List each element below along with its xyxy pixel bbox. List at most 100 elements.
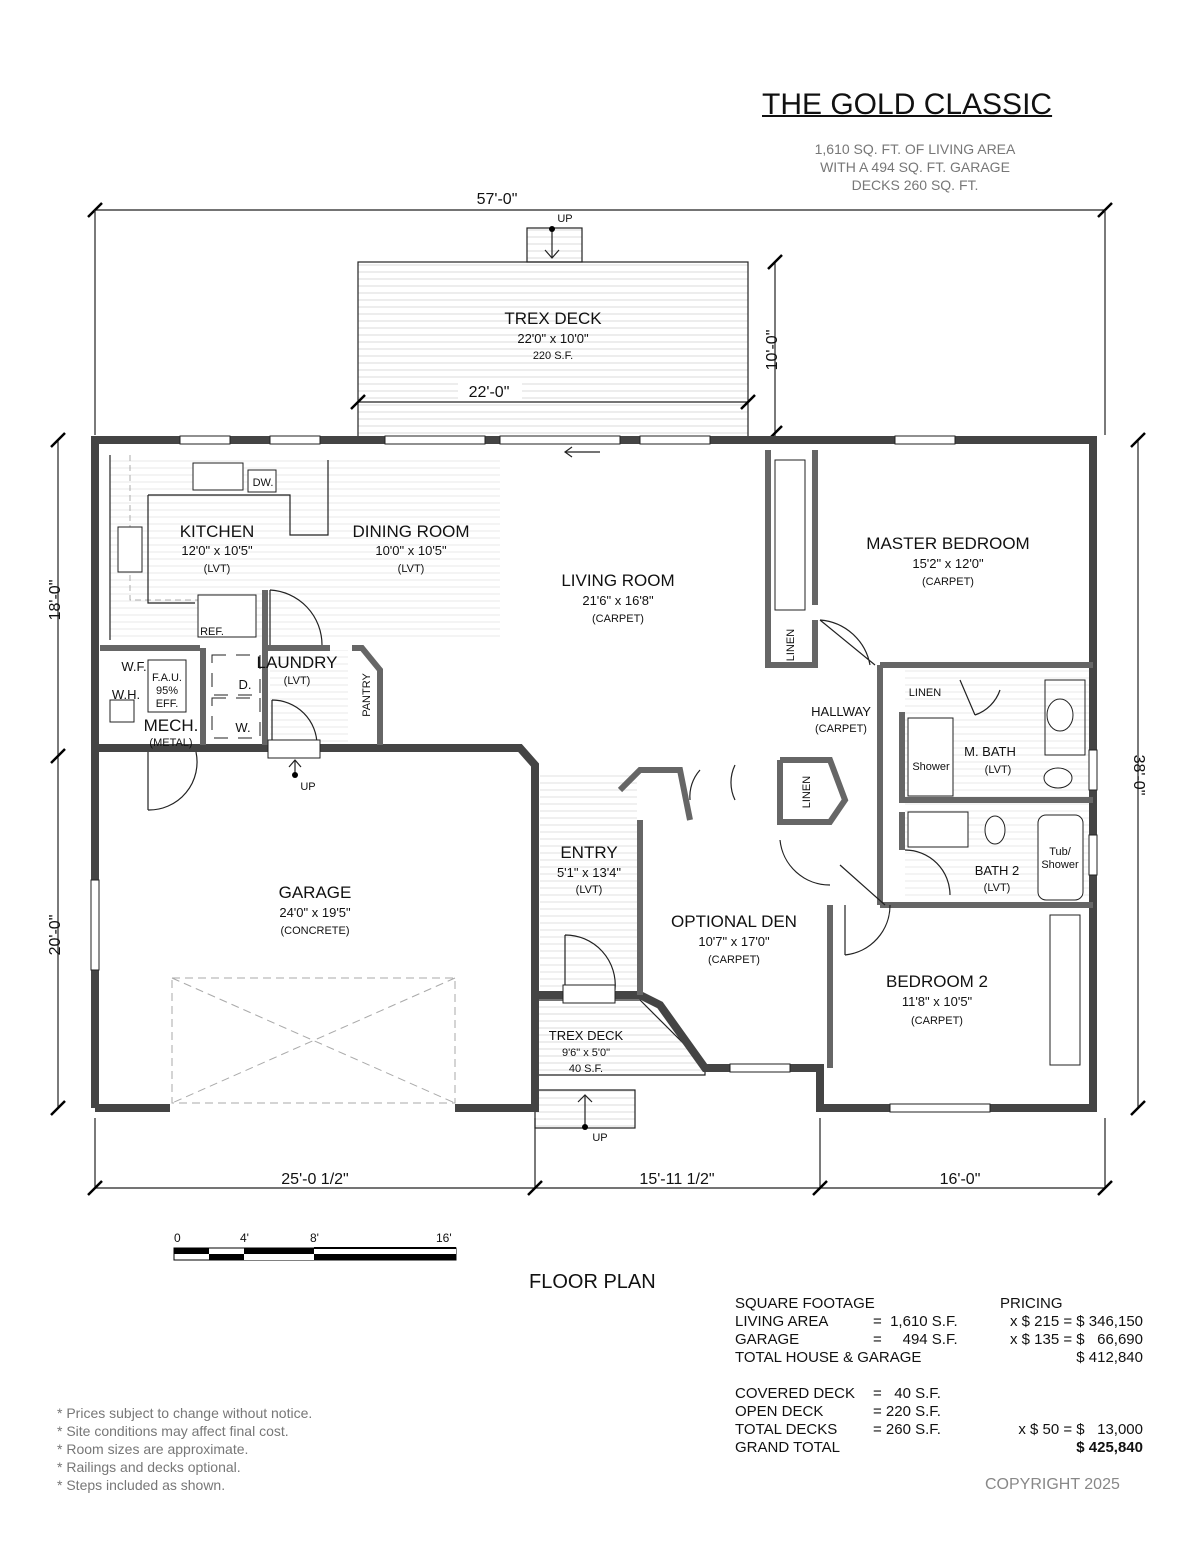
garage-steps-up-label: UP <box>300 781 315 793</box>
scale-bar <box>173 1247 457 1261</box>
subtitle-living-area: 1,610 SQ. FT. OF LIVING AREA <box>814 141 1016 157</box>
room-labels: TREX DECK 22'0" x 10'0" 220 S.F. KITCHEN… <box>144 309 1030 1075</box>
note: * Site conditions may affect final cost. <box>57 1423 289 1439</box>
mbath-name: M. BATH <box>964 744 1016 759</box>
row-label: TOTAL HOUSE & GARAGE <box>735 1349 922 1366</box>
table-row: TOTAL DECKS = 260 S.F. x $ 50 = $ 13,000 <box>735 1421 1143 1439</box>
note: * Room sizes are approximate. <box>57 1441 249 1457</box>
garage-name: GARAGE <box>279 883 352 902</box>
garage-door <box>171 977 456 1104</box>
living-floor: (CARPET) <box>592 613 644 625</box>
fau-label-3: EFF. <box>156 698 179 710</box>
table-row: GRAND TOTAL $ 425,840 <box>735 1439 1143 1457</box>
pantry-label: PANTRY <box>361 673 373 717</box>
copyright: COPYRIGHT 2025 <box>985 1476 1120 1493</box>
row-area: = 260 S.F. <box>873 1421 941 1438</box>
entry-size: 5'1" x 13'4" <box>557 865 621 880</box>
row-label: GRAND TOTAL <box>735 1439 841 1456</box>
row-label: OPEN DECK <box>735 1403 824 1420</box>
dining-size: 10'0" x 10'5" <box>375 543 447 558</box>
master-name: MASTER BEDROOM <box>866 534 1029 553</box>
fau-label-1: F.A.U. <box>152 672 182 684</box>
washer <box>211 697 261 739</box>
master-closet <box>774 459 806 611</box>
floor-plan-label: FLOOR PLAN <box>529 1271 656 1293</box>
bath2-toilet <box>984 815 1006 845</box>
kitchen-cabinets <box>109 455 329 640</box>
bath2-name: BATH 2 <box>975 863 1020 878</box>
table-row: TOTAL HOUSE & GARAGE$ 412,840 <box>735 1349 1143 1367</box>
row-price: x $ 50 = $ 13,000 <box>1018 1421 1143 1438</box>
note: * Railings and decks optional. <box>57 1459 241 1475</box>
dim-deck-depth: 10'-0" <box>764 330 781 371</box>
linen-label-master: LINEN <box>785 629 797 661</box>
living-name: LIVING ROOM <box>561 571 674 590</box>
plan-subtitle: 1,610 SQ. FT. OF LIVING AREA WITH A 494 … <box>760 140 1070 194</box>
washer-label: W. <box>235 720 250 735</box>
scale-label-4: 4' <box>240 1231 249 1245</box>
water-filter-label: W.F. <box>121 659 146 674</box>
table-row: GARAGE = 494 S.F. x $ 135 = $ 66,690 <box>735 1331 1143 1349</box>
bath2-floor: (LVT) <box>984 882 1011 894</box>
dim-right-total: 38'-0" <box>1130 755 1147 796</box>
row-price: x $ 135 = $ 66,690 <box>1009 1331 1143 1348</box>
living-size: 21'6" x 16'8" <box>582 593 654 608</box>
rear-deck-size: 22'0" x 10'0" <box>517 331 589 346</box>
kitchen-name: KITCHEN <box>180 522 255 541</box>
refrigerator-label: REF. <box>200 626 224 638</box>
tub <box>1037 814 1084 901</box>
dining-name: DINING ROOM <box>352 522 469 541</box>
plan-title: THE GOLD CLASSIC <box>762 88 1053 121</box>
row-label: TOTAL DECKS <box>735 1421 838 1438</box>
shower <box>907 717 954 797</box>
entry-floor: (LVT) <box>576 884 603 896</box>
fau-label-2: 95% <box>156 685 178 697</box>
mech-name: MECH. <box>144 716 199 735</box>
dryer-label: D. <box>239 677 252 692</box>
windows <box>90 435 1098 1113</box>
rear-deck-name: TREX DECK <box>504 309 602 328</box>
scale-label-0: 0 <box>174 1231 181 1245</box>
header-square-footage: SQUARE FOOTAGE <box>735 1295 875 1312</box>
row-area: = 494 S.F. <box>873 1331 958 1348</box>
row-label: GARAGE <box>735 1331 800 1348</box>
front-steps-up-label: UP <box>592 1132 607 1144</box>
linen-label-bath: LINEN <box>909 687 941 699</box>
tub-label-1: Tub/ <box>1049 846 1072 858</box>
master-toilet <box>1043 767 1073 789</box>
row-label: LIVING AREA <box>735 1313 829 1330</box>
front-deck <box>534 999 706 1130</box>
bedroom2-closet <box>1049 914 1081 1066</box>
grand-total-value: $ 425,840 <box>1076 1439 1143 1456</box>
den-floor: (CARPET) <box>708 954 760 966</box>
note: * Steps included as shown. <box>57 1477 226 1493</box>
dim-deck-width: 22'-0" <box>469 384 510 401</box>
entry-name: ENTRY <box>560 843 617 862</box>
laundry-floor: (LVT) <box>284 675 311 687</box>
rear-deck-area: 220 S.F. <box>533 350 573 362</box>
row-area: = 1,610 S.F. <box>873 1313 958 1330</box>
scale-label-16: 16' <box>436 1231 452 1245</box>
tub-label-2: Shower <box>1041 859 1079 871</box>
water-heater-label: W.H. <box>112 687 140 702</box>
row-label: COVERED DECK <box>735 1385 856 1402</box>
kitchen-size: 12'0" x 10'5" <box>181 543 253 558</box>
dining-floor: (LVT) <box>398 563 425 575</box>
hallway-floor: (CARPET) <box>815 723 867 735</box>
note: * Prices subject to change without notic… <box>57 1405 313 1421</box>
garage-size: 24'0" x 19'5" <box>279 905 351 920</box>
dim-bottom-center: 15'-11 1/2" <box>639 1171 714 1188</box>
table-row: LIVING AREA = 1,610 S.F. x $ 215 = $ 346,1… <box>735 1313 1143 1331</box>
master-sink <box>1046 698 1074 732</box>
doors <box>147 446 1001 1004</box>
table-row: OPEN DECK = 220 S.F. <box>735 1403 1143 1421</box>
master-floor: (CARPET) <box>922 576 974 588</box>
row-area: = 220 S.F. <box>873 1403 941 1420</box>
hallway-name: HALLWAY <box>811 704 871 719</box>
dim-bottom-garage: 25'-0 1/2" <box>281 1171 348 1188</box>
pricing-table: SQUARE FOOTAGE PRICING LIVING AREA= 1,61… <box>735 1295 1143 1457</box>
shower-label: Shower <box>912 761 950 773</box>
furnace-unit <box>147 659 187 713</box>
garage-floor: (CONCRETE) <box>280 925 349 937</box>
row-price: x $ 215 = $ 346,150 <box>1009 1313 1143 1330</box>
